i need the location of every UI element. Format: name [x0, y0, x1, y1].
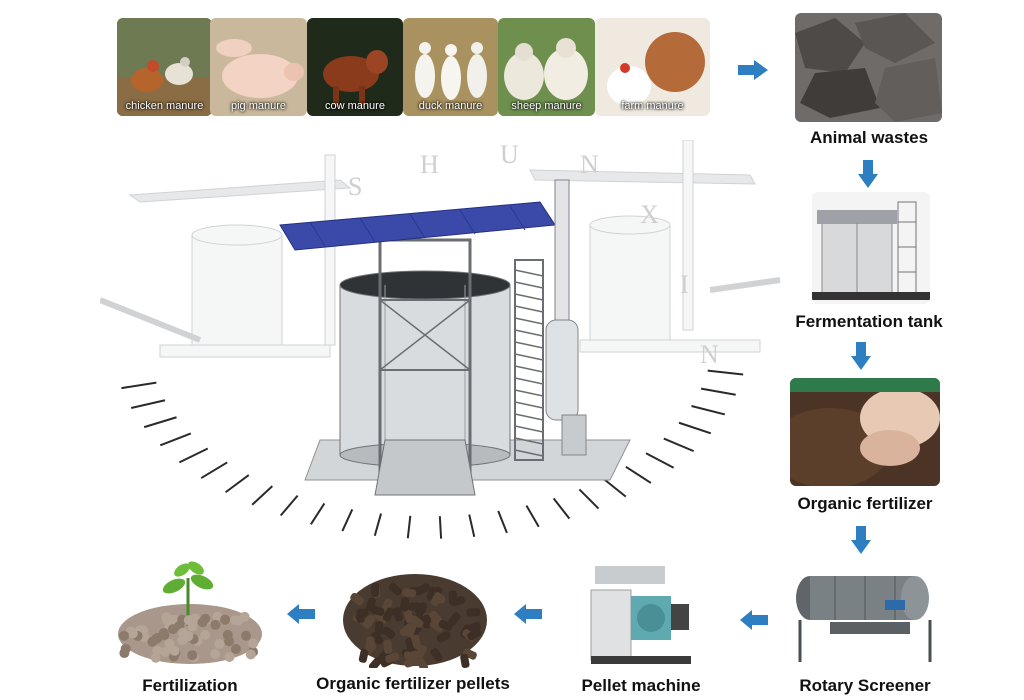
- fertilization-image: [112, 556, 267, 668]
- hen-icon: [595, 18, 710, 116]
- cow-manure-tile: cow manure: [307, 18, 403, 116]
- arrow-down-icon: [851, 526, 871, 554]
- animal-wastes-label: Animal wastes: [809, 128, 929, 147]
- pellets-label: Organic fertilizer pellets: [316, 674, 510, 693]
- watermark-letter: I: [680, 270, 689, 299]
- tile-label: sheep manure: [511, 100, 582, 112]
- tile-label: chicken manure: [125, 100, 204, 112]
- tile-label: cow manure: [325, 100, 385, 112]
- watermark-letter: H: [420, 150, 439, 179]
- sheep-manure-tile: sheep manure: [498, 18, 595, 116]
- tile-label: pig manure: [230, 100, 287, 112]
- arrow-right-icon: [738, 60, 768, 80]
- organic-fertilizer-label: Organic fertilizer: [797, 494, 933, 513]
- organic-fertilizer-image: [790, 378, 940, 486]
- watermark-letter: X: [640, 200, 659, 229]
- duck-icon: [403, 18, 498, 116]
- cow-icon: [307, 18, 403, 116]
- rotary-screener-image: [790, 558, 940, 668]
- arrow-left-icon: [287, 604, 315, 624]
- arrow-down-icon: [851, 342, 871, 370]
- duck-manure-tile: duck manure: [403, 18, 498, 116]
- watermark-letter: U: [500, 140, 519, 169]
- watermark-letter: N: [580, 150, 599, 179]
- arrow-left-icon: [740, 610, 768, 630]
- fermentation-tank-label: Fermentation tank: [795, 312, 943, 331]
- chicken-manure-tile: chicken manure: [117, 18, 212, 116]
- pig-icon: [210, 18, 307, 116]
- tile-label: farm manure: [621, 100, 684, 112]
- watermark-letter: S: [348, 172, 363, 201]
- farm-manure-tile: farm manure: [595, 18, 710, 116]
- pellet-machine-label: Pellet machine: [581, 676, 701, 695]
- animal-wastes-image: [795, 13, 942, 122]
- fermentation-plant-illustration: [100, 140, 781, 539]
- pig-manure-tile: pig manure: [210, 18, 307, 116]
- sheep-icon: [498, 18, 595, 116]
- pellet-machine-image: [585, 556, 697, 668]
- fertilization-label: Fertilization: [142, 676, 238, 695]
- organic-fertilizer-pellets-image: [340, 560, 490, 668]
- fermentation-tank-image: [812, 192, 930, 304]
- rotary-screener-label: Rotary Screener: [799, 676, 931, 695]
- chicken-icon: [117, 18, 212, 116]
- arrow-down-icon: [858, 160, 878, 188]
- watermark-letter: N: [700, 340, 719, 369]
- arrow-left-icon: [514, 604, 542, 624]
- tile-label: duck manure: [418, 100, 483, 112]
